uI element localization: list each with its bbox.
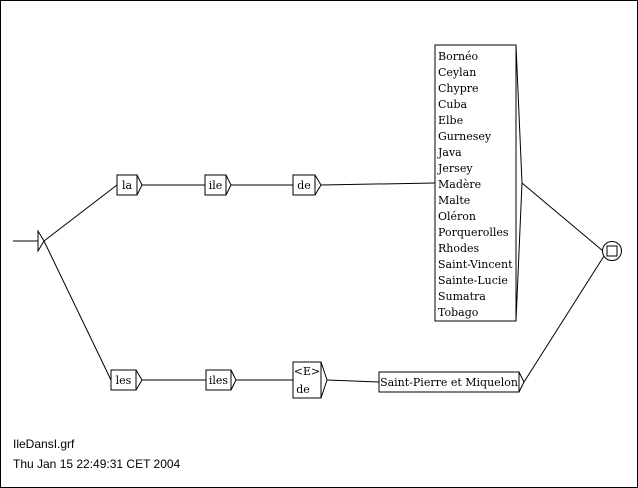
box-les[interactable]: les: [110, 369, 143, 391]
edge-islands-final: [521, 182, 604, 252]
island-item: Ceylan: [438, 66, 476, 79]
final-state[interactable]: [602, 241, 622, 261]
box-islands[interactable]: BornéoCeylanChypreCubaElbeGurneseyJavaJe…: [434, 44, 523, 322]
box-saint-pierre-label: Saint-Pierre et Miquelon: [380, 376, 518, 389]
edge-de-islands: [320, 182, 436, 186]
box-de[interactable]: de: [292, 174, 322, 196]
edge-initial-les: [43, 240, 112, 381]
final-state-square-icon: [606, 245, 618, 257]
box-la-label: la: [122, 179, 133, 192]
island-item: Porquerolles: [438, 226, 509, 239]
island-item: Java: [437, 146, 462, 159]
initial-state-arrow[interactable]: [37, 229, 45, 253]
box-ile-label: ile: [209, 179, 223, 192]
island-item: Madère: [438, 178, 481, 191]
box-ile[interactable]: ile: [204, 174, 232, 196]
island-list: BornéoCeylanChypreCubaElbeGurneseyJavaJe…: [437, 50, 513, 319]
island-item: Gurnesey: [438, 130, 492, 143]
box-les-label: les: [116, 374, 132, 387]
island-item: Cuba: [438, 98, 468, 111]
box-de-label: de: [297, 179, 311, 192]
island-item: Sainte-Lucie: [438, 274, 508, 287]
box-optional-de[interactable]: <E> de: [292, 361, 328, 399]
box-iles-label: iles: [209, 374, 229, 387]
island-item: Rhodes: [438, 242, 480, 255]
island-item: Oléron: [438, 210, 476, 223]
island-item: Tobago: [438, 306, 479, 319]
box-optional-de-label: de: [296, 383, 310, 396]
box-la[interactable]: la: [116, 174, 143, 196]
edge-saintpierre-final: [523, 255, 605, 383]
island-item: Sumatra: [438, 290, 486, 303]
box-epsilon-label: <E>: [294, 365, 320, 378]
transitions: [13, 182, 605, 383]
graph-timestamp: Thu Jan 15 22:49:31 CET 2004: [13, 457, 181, 471]
island-item: Bornéo: [438, 50, 479, 63]
box-iles[interactable]: iles: [205, 369, 237, 391]
island-item: Jersey: [437, 162, 473, 175]
graph-filename: IleDansI.grf: [13, 437, 75, 451]
island-item: Malte: [438, 194, 470, 207]
island-item: Saint-Vincent: [438, 258, 513, 271]
edge-initial-la: [43, 184, 118, 242]
edge-optional-saintpierre: [326, 379, 380, 383]
island-item: Elbe: [438, 114, 463, 127]
island-item: Chypre: [438, 82, 479, 95]
box-saint-pierre[interactable]: Saint-Pierre et Miquelon: [378, 371, 525, 393]
